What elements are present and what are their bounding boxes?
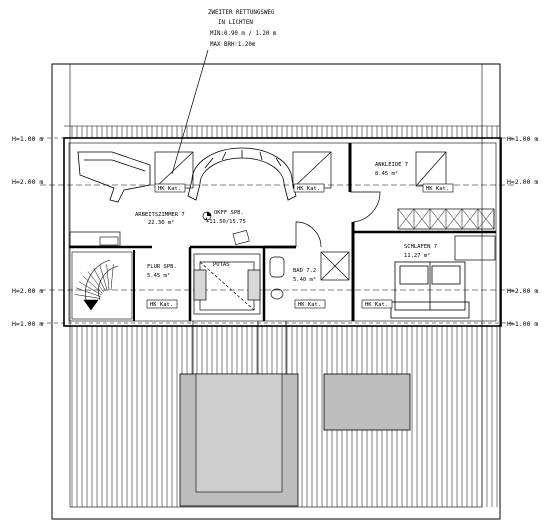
height-label-h2-right-bottom: H=2.00 m: [507, 287, 538, 295]
heaters: HK Kat. HK Kat. HK Kat. HK Kat. HK Kat. HK Ka…: [146, 183, 454, 309]
heater-label: HK Kat.: [150, 302, 173, 308]
chair: [232, 229, 250, 245]
sofa: [77, 151, 151, 203]
note-line-3: MIN:0.90 m / 1.20 m: [210, 31, 277, 37]
room-area-bad: 5.40 m²: [293, 276, 316, 283]
room-name-flur: FLUR SPB.: [147, 264, 177, 270]
height-label-h2-left-bottom: H=2.00 m: [12, 287, 43, 295]
room-area-arbeitszimmer: 22.30 m²: [148, 219, 175, 226]
bathroom-fixtures: [269, 251, 350, 300]
note-line-1: ZWEITER RETTUNGSWEG: [208, 10, 275, 16]
escape-route-note: ZWEITER RETTUNGSWEG IN LICHTEN MIN:0.90 …: [208, 10, 277, 48]
level-mark-line2: +11.50/15.75: [206, 219, 246, 225]
heater-box: [146, 299, 178, 309]
desk: [69, 231, 121, 247]
door-swing-bad[interactable]: [295, 221, 322, 248]
room-area-ankleide: 8.45 m²: [375, 170, 398, 177]
roof-window-3: [415, 151, 447, 187]
heater-box: [293, 183, 325, 193]
annotation-leader: [171, 49, 209, 175]
height-label-h1-left-top: H=1.00 m: [12, 135, 43, 143]
height-label-h2-right-top: H=2.00 m: [507, 178, 538, 186]
roof-hatch-top: [64, 125, 500, 138]
heater-label: HK Kat.: [426, 186, 449, 192]
heater-box: [422, 183, 454, 193]
height-label-h2-left-top: H=2.00 m: [12, 178, 43, 186]
lift-box: [193, 253, 261, 315]
height-label-h1-left-bottom: H=1.00 m: [12, 320, 43, 328]
height-label-h1-right-bottom: H=1.00 m: [507, 320, 538, 328]
roof-inner-outline: [69, 63, 483, 508]
room-name-ankleide: ANKLEIDE 7: [375, 162, 408, 168]
height-label-h1-right-top: H=1.00 m: [507, 135, 538, 143]
dormer-right: [323, 373, 411, 431]
room-area-flur: 5.45 m²: [147, 272, 170, 279]
level-mark-line1: OKFF SPB.: [214, 210, 244, 216]
level-marker: [202, 211, 212, 221]
room-name-schlafen: SCHLAFEN 7: [404, 244, 437, 250]
heater-box: [361, 299, 393, 309]
round-sofa: [187, 147, 297, 201]
heater-box: [154, 183, 186, 193]
heater-label: HK Kat.: [158, 186, 181, 192]
double-bed: [390, 261, 470, 319]
outer-wall: [63, 137, 502, 327]
room-area-schlafen: 11.27 m²: [404, 252, 431, 259]
heater-label: HK Kat.: [365, 302, 388, 308]
heater-label: HK Kat.: [297, 186, 320, 192]
roof-window-1: [154, 151, 194, 189]
wardrobe: [397, 208, 495, 230]
heater-box: [294, 299, 326, 309]
door-label: PUTAS: [213, 262, 230, 268]
roof-hatch-bottom: [71, 326, 498, 507]
note-line-4: MAX BRH:1.20m: [210, 42, 256, 48]
desk-item: [99, 236, 119, 246]
room-name-arbeitszimmer: ARBEITSZIMMER 7: [135, 212, 185, 218]
room-name-bad: BAD 7.2: [293, 268, 316, 274]
staircase: [71, 251, 133, 320]
roof-window-4: [454, 235, 496, 261]
note-line-2: IN LICHTEN: [218, 20, 253, 26]
roof-window-2: [292, 151, 332, 189]
heater-label: HK Kat.: [298, 302, 321, 308]
dormer-left-inner: [195, 373, 283, 493]
door-swing-ankleide[interactable]: [350, 191, 381, 223]
